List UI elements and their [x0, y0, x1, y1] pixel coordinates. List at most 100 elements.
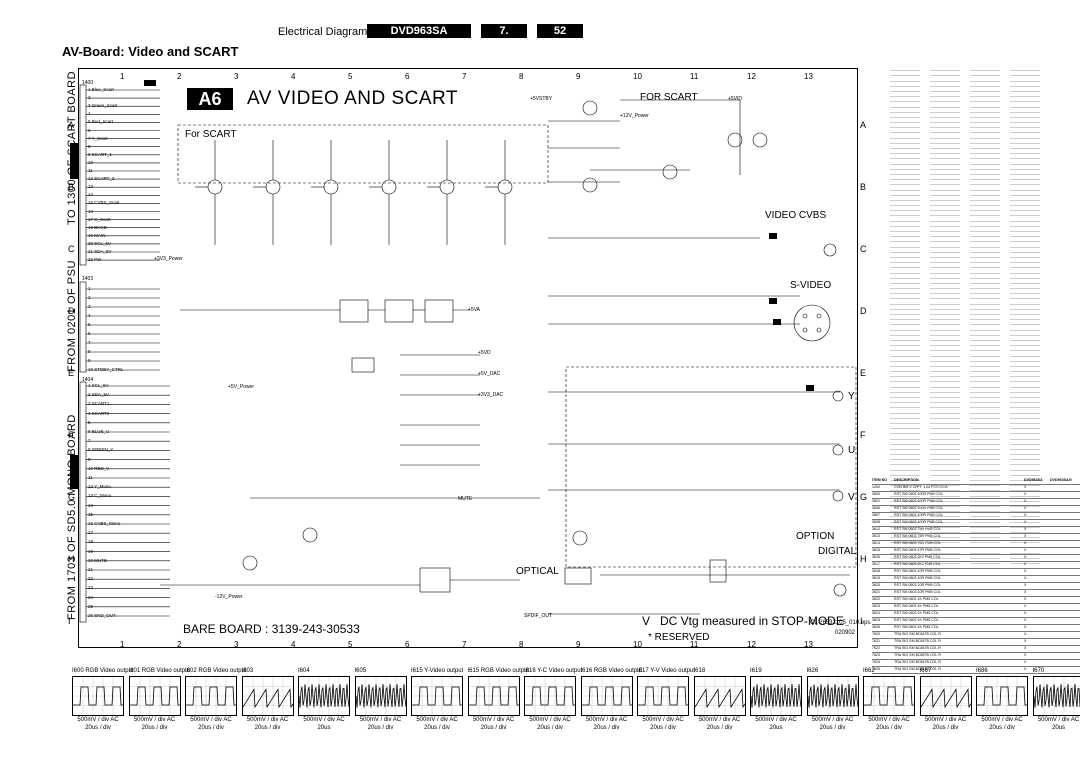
bom-cell: X [1024, 499, 1027, 503]
grid-column-12: 12 [747, 72, 756, 81]
grid-column-5: 5 [348, 640, 353, 649]
transistor [265, 179, 281, 195]
net-5va: +5VA [468, 307, 480, 313]
bom-cell: X [1024, 653, 1027, 657]
grid-row-H: H [68, 554, 75, 564]
scope-time: 20us / div [85, 725, 111, 731]
net-5vstby: +5VSTBY [530, 96, 553, 102]
bom-cell [1050, 555, 1076, 561]
scope-trace [186, 686, 236, 706]
bom-cell: RST SM 0603 75R PM5 COL [894, 527, 941, 531]
pin-label: 22 [88, 576, 94, 582]
scope-trace [298, 683, 350, 708]
bom-cell: TRA SIG SM BC847B COL R [894, 667, 941, 671]
bom-cell: DESCRIPTION [894, 478, 919, 482]
digital-rca [833, 583, 847, 597]
pin-label: 19 MAIN [88, 232, 106, 238]
scope-scale: 500mV / div AC [246, 717, 289, 723]
bom-cell: RST SM 0603 1K PM5 COL [894, 618, 939, 622]
scope-name: I615 Y-Video output [411, 668, 464, 674]
bom-cell: TRA SIG SM BC857B COL R [894, 646, 941, 650]
bom-cell: RST SM 0603 47R PM5 COL [894, 548, 941, 552]
bom-cell: RST SM 0603 2K2 PM5 COL [894, 555, 941, 559]
transistor [572, 530, 588, 546]
pin-label: 15 CVBS_Scart [88, 200, 120, 206]
label-for-scart-left: For SCART [185, 129, 237, 140]
scope-scale: 500mV / div AC [303, 717, 345, 723]
bom-cell [1050, 618, 1076, 624]
pin-label: 18 [88, 539, 94, 545]
marker-block-4 [806, 385, 814, 391]
scope-time: 20us / div [650, 725, 676, 731]
bom-cell [1050, 506, 1076, 512]
pin-label: 15 [88, 511, 94, 517]
scope-name: I670 [1032, 668, 1045, 674]
bom-cell [1050, 499, 1076, 505]
label-optical: OPTICAL [516, 566, 559, 577]
pin-label: 9 [88, 456, 91, 462]
grid-row-D: D [68, 306, 75, 316]
pin-label: 10 STDBY_CTRL [88, 367, 124, 372]
bom-cell [1050, 583, 1076, 589]
bom-cell: DVD963SA [1024, 478, 1043, 482]
scope-trace [73, 686, 123, 706]
bom-cell [1050, 541, 1076, 547]
ic-7603 [424, 299, 454, 323]
bom-cell [1050, 639, 1076, 645]
part-list-column [1010, 66, 1050, 564]
connector-1404-body [79, 381, 87, 623]
reserved-label: * RESERVED [648, 632, 710, 643]
bom-cell: 3623 [872, 604, 880, 608]
scope-scale: 500mV / div AC [642, 717, 684, 723]
grid-column-10: 10 [633, 72, 642, 81]
scope-screen [806, 676, 859, 716]
bom-cell: 7621 [872, 639, 880, 643]
scope-scale: 500mV / div AC [868, 717, 910, 723]
grid-row-B: B [860, 182, 867, 192]
bom-cell: ITEM NO [872, 478, 887, 482]
scope-trace [977, 686, 1027, 706]
pin-label: 4 SCART2 [88, 410, 110, 416]
tab-black-2 [70, 455, 78, 489]
label-digital: DIGITAL [818, 546, 857, 557]
scope-time: 20us / div [932, 725, 959, 731]
scope-name: I686 [976, 668, 988, 674]
marker-block-5 [144, 80, 156, 86]
grid-column-11: 11 [690, 72, 699, 81]
transistor [302, 527, 318, 543]
scope-name: I601 RGB Video output [128, 668, 191, 674]
pin-label: 17 [88, 530, 94, 536]
scope-time: 20us / div [254, 725, 281, 731]
grid-column-3: 3 [234, 640, 239, 649]
scope-screen [298, 676, 350, 716]
grid-column-13: 13 [804, 640, 813, 649]
pin-label: 5 [88, 419, 91, 425]
scope-name: I667 [919, 668, 932, 674]
ic-7622 [419, 567, 451, 593]
pin-label: 11 [88, 168, 93, 173]
net-5vd: +5VD [478, 350, 491, 356]
bom-cell: X [1024, 513, 1027, 517]
scope-scale: 500mV / div AC [811, 717, 854, 723]
scope-time: 20us [317, 725, 331, 731]
scope-name: I604 [298, 668, 310, 674]
pin-label: 19 [88, 548, 94, 554]
scope-scale: 500mV / div AC [190, 717, 232, 723]
grid-column-1: 1 [120, 72, 125, 81]
bom-cell: TRA SIG SM BC847B COL R [894, 660, 941, 664]
bom-cell: RST SM 0603 2K2 PM5 COL [894, 562, 941, 566]
bom-cell [1050, 520, 1076, 526]
pin-label: 26 SND_OUT [88, 613, 116, 618]
grid-row-C: C [860, 244, 867, 254]
scope-screen [580, 676, 633, 716]
scope-trace [468, 686, 519, 706]
scope-name: I616 Y-C Video output [524, 668, 583, 674]
bom-cell: 7625 [872, 667, 880, 671]
bom-cell [1050, 660, 1076, 666]
bom-cell: 3608 [872, 520, 880, 524]
